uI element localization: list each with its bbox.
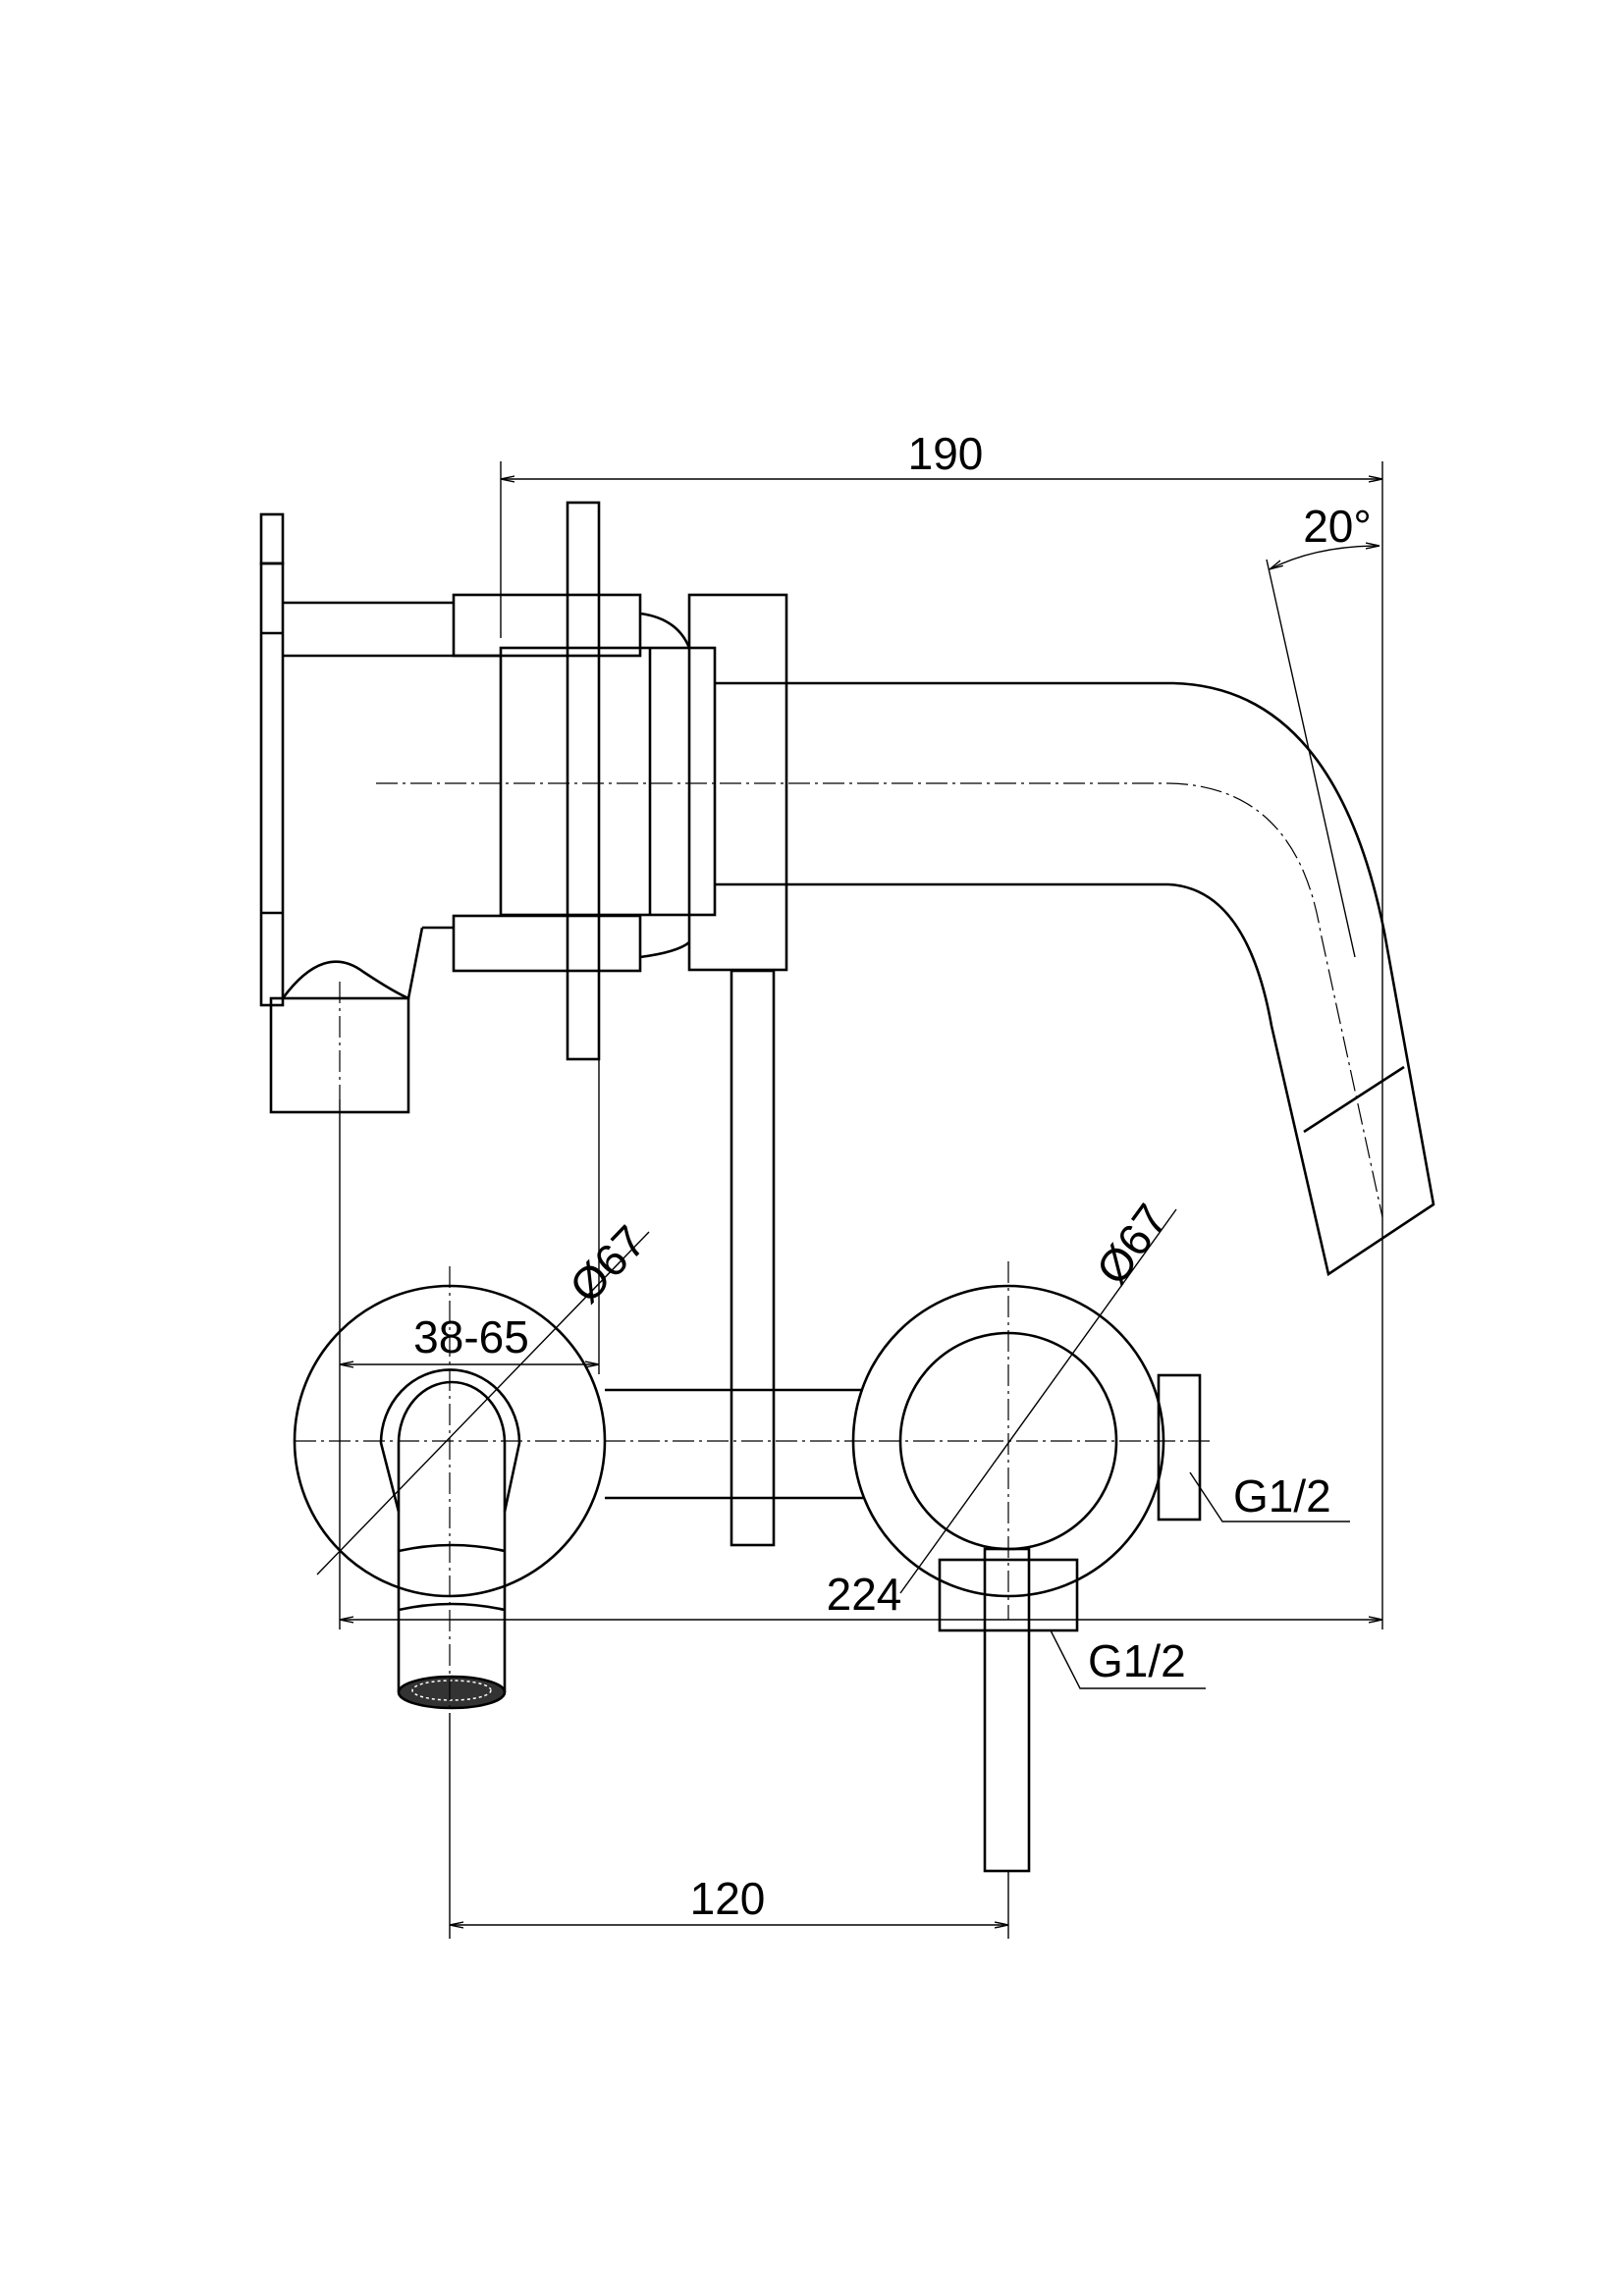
dim-label-120: 120 (690, 1873, 766, 1924)
dim-label-224: 224 (827, 1569, 902, 1620)
bottom-connection (938, 1558, 1079, 1632)
valve-body (269, 593, 788, 1114)
dim-label-38-65: 38-65 (413, 1311, 529, 1362)
dim-label-diameter-left: Ø67 (560, 1215, 656, 1312)
front-view: Ø67 Ø67 G1/2 G1/2 120 (293, 1195, 1350, 1939)
wall-flange (566, 501, 601, 1061)
label-g12-side: G1/2 (1233, 1470, 1331, 1522)
spout-front (379, 1368, 521, 1710)
spout (715, 681, 1435, 1277)
lever-handle (730, 969, 776, 1547)
aerator-icon (397, 1675, 507, 1710)
dim-label-190: 190 (908, 428, 984, 479)
dim-label-20deg: 20° (1303, 501, 1372, 552)
dim-arc-20deg (1270, 546, 1380, 569)
connecting-pipe (605, 1388, 863, 1500)
side-connection (1157, 1373, 1202, 1522)
dim-line-diameter-left (316, 1231, 650, 1575)
label-g12-bottom: G1/2 (1088, 1635, 1186, 1686)
side-view: 190 38-65 224 20° (259, 428, 1435, 1629)
dim-label-diameter-right: Ø67 (1086, 1195, 1177, 1294)
centerline (376, 782, 1383, 1218)
wall-backplate (259, 512, 285, 1007)
dim-line-diameter-right (899, 1208, 1177, 1594)
lever-handle-front (983, 1547, 1031, 1873)
